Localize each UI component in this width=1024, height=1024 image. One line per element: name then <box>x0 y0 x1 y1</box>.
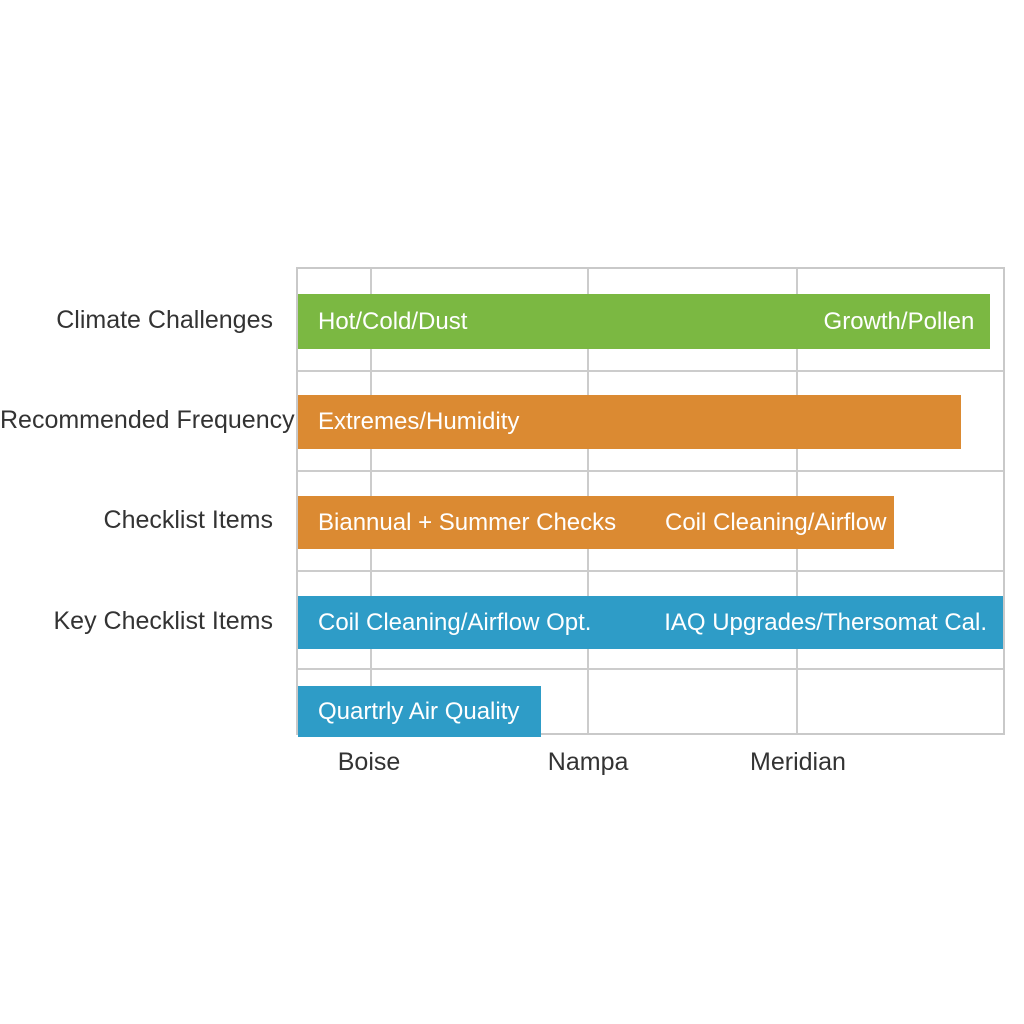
plot-area: Hot/Cold/Dust Growth/Pollen Extremes/Hum… <box>296 267 1005 737</box>
horizontal-gridline <box>298 570 1003 572</box>
x-axis-label: Nampa <box>547 748 629 776</box>
horizontal-gridline <box>298 370 1003 372</box>
bar-key-checklist-items: Coil Cleaning/Airflow Opt. IAQ Upgrades/… <box>298 596 1003 649</box>
bar-segment-label: Hot/Cold/Dust <box>318 307 468 335</box>
row-label-checklist-items: Checklist Items <box>103 506 273 534</box>
horizontal-gridline <box>298 668 1003 670</box>
bar-segment-label: IAQ Upgrades/Thersomat Cal. <box>664 608 987 636</box>
bar-checklist-items: Biannual + Summer Checks Coil Cleaning/A… <box>298 496 895 549</box>
bar-segment-label: Coil Cleaning/Airflow Opt. <box>318 608 592 636</box>
bar-segment-label: Biannual + Summer Checks <box>318 508 617 536</box>
x-axis-label: Boise <box>337 748 401 776</box>
bar-quarterly-air-quality: Quartrly Air Quality <box>298 686 541 737</box>
x-axis-label: Meridian <box>750 748 846 776</box>
bar-segment-label: Growth/Pollen <box>823 307 975 335</box>
bar-segment-label: Quartrly Air Quality <box>318 697 520 725</box>
bar-recommended-frequency: Extremes/Humidity <box>298 395 961 449</box>
bar-segment-label: Extremes/Humidity <box>318 408 520 435</box>
bar-segment-label: Coil Cleaning/Airflow <box>664 508 887 536</box>
bar-climate-challenges: Hot/Cold/Dust Growth/Pollen <box>298 294 991 349</box>
row-label-climate-challenges: Climate Challenges <box>56 306 273 334</box>
horizontal-gridline <box>298 470 1003 472</box>
row-label-key-checklist-items: Key Checklist Items <box>53 607 273 635</box>
x-axis: Boise Nampa Meridian <box>296 748 1005 788</box>
row-label-recommended-frequency: Recommended Frequency <box>0 406 295 434</box>
